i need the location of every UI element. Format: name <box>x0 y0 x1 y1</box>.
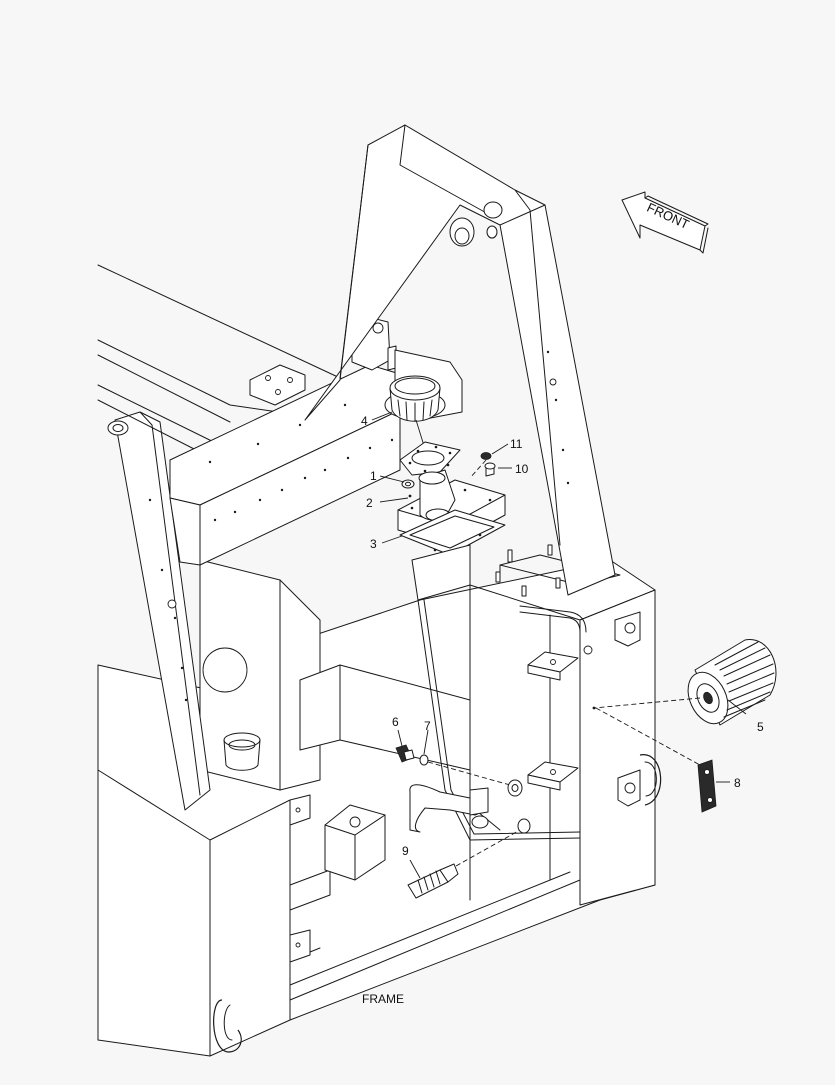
hose <box>409 784 501 833</box>
callout-6: 6 <box>392 715 399 729</box>
frame-label: FRAME <box>362 992 404 1006</box>
callout-9: 9 <box>402 844 409 858</box>
right-upright <box>304 124 616 596</box>
callout-3: 3 <box>370 537 377 551</box>
callout-11: 11 <box>510 437 523 451</box>
callout-10: 10 <box>515 462 529 476</box>
tank-cap <box>384 375 446 422</box>
callout-4: 4 <box>361 414 368 428</box>
right-side-box <box>417 544 662 906</box>
small-fasteners <box>401 452 496 498</box>
drain-fitting <box>395 744 523 797</box>
callout-2: 2 <box>366 496 373 510</box>
callout-7: 7 <box>424 719 431 733</box>
leader-lines <box>371 411 747 879</box>
filter-guide-line <box>593 697 701 709</box>
filter-element <box>687 639 777 726</box>
filler-neck-assembly <box>397 469 506 601</box>
filler-flange <box>399 441 461 476</box>
clip-bracket <box>595 707 717 813</box>
callout-8: 8 <box>734 776 741 790</box>
sensor-fitting <box>407 818 531 899</box>
left-upright <box>107 411 211 811</box>
front-arrow: FRONT <box>621 191 709 254</box>
callout-1: 1 <box>370 469 377 483</box>
frame-body <box>97 559 656 1057</box>
callout-5: 5 <box>757 720 764 734</box>
callout-labels: 1 2 3 4 5 6 7 8 9 10 11 <box>361 414 764 858</box>
